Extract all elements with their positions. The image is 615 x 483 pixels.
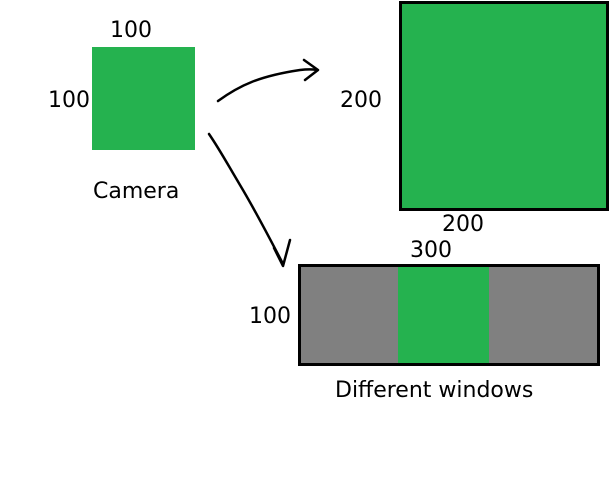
camera-square bbox=[92, 47, 195, 150]
wide-window-rect bbox=[298, 264, 600, 366]
big-window-square bbox=[399, 1, 609, 211]
arrow-to-big-window bbox=[216, 68, 319, 103]
camera-height-label: 100 bbox=[48, 88, 90, 113]
arrow-to-wide-window bbox=[207, 132, 284, 264]
arrow-to-wide-window-head bbox=[272, 238, 292, 268]
camera-width-label: 100 bbox=[110, 18, 152, 43]
wide-window-height-label: 100 bbox=[249, 304, 291, 329]
wide-window-camera-region bbox=[398, 267, 489, 363]
big-window-height-label: 200 bbox=[340, 88, 382, 113]
arrow-to-big-window-head bbox=[302, 58, 320, 82]
wide-window-caption: Different windows bbox=[335, 378, 534, 403]
wide-window-width-label: 300 bbox=[410, 238, 452, 263]
camera-caption: Camera bbox=[93, 179, 180, 204]
big-window-width-label: 200 bbox=[442, 212, 484, 237]
